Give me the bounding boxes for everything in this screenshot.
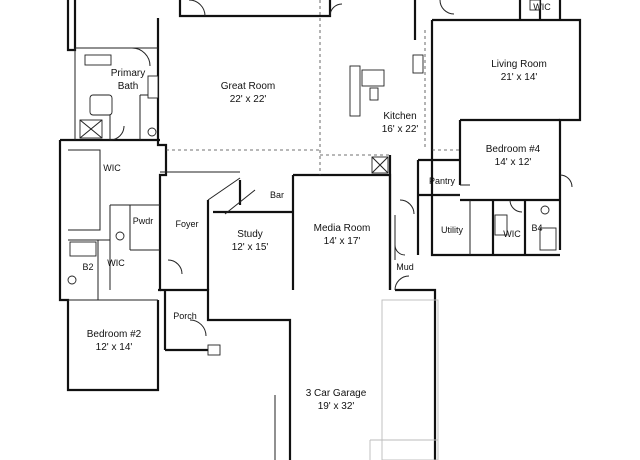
kitchen-island: [349, 54, 424, 174]
dashed-openings: [166, 0, 460, 175]
exterior-walls: [58, 0, 582, 460]
interior-partitions: [68, 47, 471, 301]
bath-fixtures: [67, 0, 557, 285]
garage-area: [207, 299, 439, 460]
door-swings: [109, 0, 573, 337]
